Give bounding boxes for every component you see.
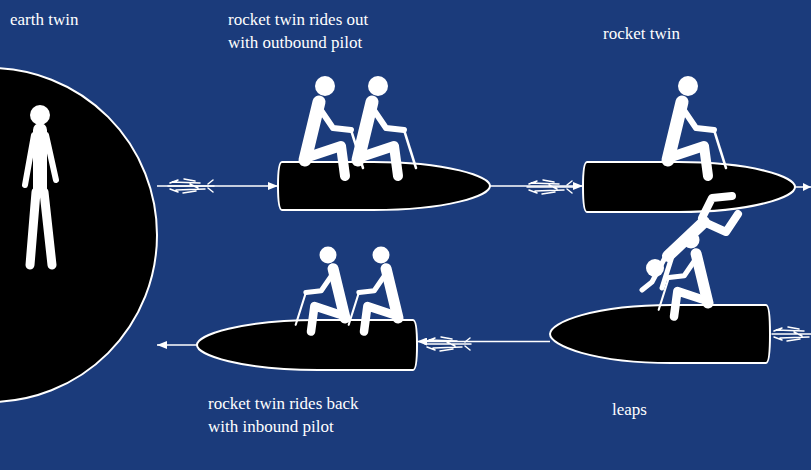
rocket-shape	[197, 320, 417, 370]
inbound-pilot	[296, 247, 345, 332]
trajectory-arrow	[157, 185, 278, 187]
rocket-node: leaps	[550, 305, 770, 363]
earth-twin-figure	[25, 105, 56, 265]
exhaust-plume	[168, 179, 214, 193]
figure-torso	[33, 130, 47, 190]
figure-head	[646, 259, 664, 277]
earth-body: earth twin	[0, 65, 157, 405]
earth-shape	[0, 68, 157, 402]
figure-arms	[25, 135, 56, 185]
rocket-outline	[550, 305, 770, 363]
rocket-caption: leaps	[612, 398, 692, 421]
rocket-shape	[550, 305, 770, 363]
exhaust-plume	[425, 337, 471, 351]
rocket-node: rocket twin rides back with inbound pilo…	[197, 320, 417, 370]
rocket-caption: rocket twin	[603, 22, 743, 45]
trajectory-line	[795, 186, 811, 188]
exhaust-plume	[772, 327, 811, 341]
exhaust-plume	[527, 180, 573, 194]
figure-head	[30, 105, 50, 125]
rocket-outline	[197, 320, 417, 370]
rocket-shape	[583, 162, 795, 212]
rocket-node: rocket twin rides out with outbound pilo…	[278, 162, 490, 210]
trajectory-arrow	[157, 344, 197, 346]
trajectory-arrow	[490, 185, 583, 187]
rocket-twin-rider	[349, 247, 398, 332]
rocket-twin-rider	[305, 76, 363, 176]
rocket-shape	[278, 162, 490, 210]
inbound-pilot	[659, 232, 708, 317]
rocket-outline	[583, 162, 795, 212]
outbound-pilot	[668, 76, 726, 176]
figure-arms	[642, 250, 674, 290]
figure-legs	[702, 196, 738, 232]
leaping-twin	[642, 196, 738, 290]
arrow-head	[803, 183, 811, 191]
rocket-outline	[278, 162, 490, 210]
rocket-caption: rocket twin rides back with inbound pilo…	[208, 392, 393, 438]
trajectory-arrow	[417, 341, 550, 343]
outbound-pilot	[358, 76, 416, 176]
rocket-node: rocket twin	[583, 162, 795, 212]
earth-outline	[0, 65, 157, 405]
rocket-caption: rocket twin rides out with outbound pilo…	[228, 8, 393, 54]
figure-torso	[668, 222, 704, 256]
figure-legs	[30, 192, 52, 265]
rocket-caption: earth twin	[10, 8, 130, 31]
